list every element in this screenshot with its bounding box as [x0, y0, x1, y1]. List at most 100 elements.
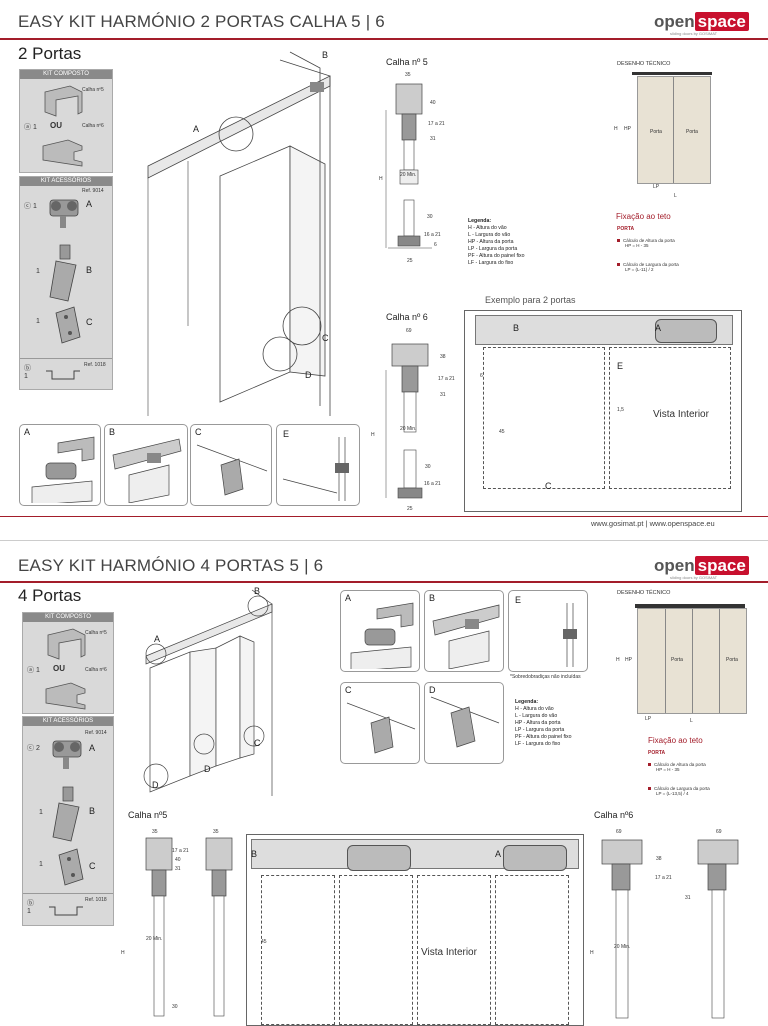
dim2-69a: 69: [616, 829, 622, 835]
dim-20min: 20 Min.: [400, 172, 417, 178]
fixacao-title: Fixação ao teto: [616, 212, 671, 221]
pivot-b-icon: [49, 244, 77, 302]
legend-title: Legenda:: [468, 218, 492, 224]
kit-composto-panel: KIT COMPOSTO Calha nº5 Calha nº6 ⓐ 1 OU: [19, 69, 113, 173]
door-split-line: [673, 77, 674, 183]
calc-altura-text: Cálculo de Altura da porta: [623, 238, 675, 243]
qty-a-label-2: ⓐ 1: [27, 667, 40, 674]
detail2-box-c: C: [340, 682, 420, 764]
detail2-box-a: A: [340, 590, 420, 672]
exemplo-door-right: [609, 347, 731, 489]
calha6-label: Calha nº6: [82, 123, 104, 129]
calha6-section-title-2: Calha nº6: [594, 810, 634, 820]
qty-c-value: 1: [32, 203, 37, 210]
dim-16a21: 16 a 21: [424, 232, 441, 238]
detail2-box-a-label: A: [345, 593, 352, 603]
tech-dim-h: H: [614, 126, 618, 132]
legend-block: Legenda: H - Altura do vão L - Largura d…: [468, 218, 525, 267]
dim2-17a21: 17 a 21: [172, 848, 189, 854]
tech-rail: [632, 72, 712, 75]
kit-acessorios-panel-2: KIT ACESSÓRIOS Ref. 9014 ⓒ 2 A 1 B 1 C R…: [22, 716, 114, 926]
tech-dim-l: L: [674, 193, 677, 199]
dim2-30: 30: [172, 1004, 178, 1010]
detail2-box-b: B: [424, 590, 504, 672]
trolley-a-icon-2: [52, 740, 82, 769]
detail-box-c-label: C: [195, 427, 202, 437]
page-separator: [0, 540, 768, 541]
legend-item: L - Largura do vão: [468, 232, 511, 238]
detail2-box-b-label: B: [429, 593, 436, 603]
qty-a-value: 1: [32, 124, 37, 131]
qty-c-label-2: ⓒ 2: [27, 745, 40, 752]
tech-door-panel-2: Porta Porta: [637, 608, 747, 714]
legend-item: L - Largura do vão: [515, 713, 558, 719]
bracket-c-icon-2: [58, 848, 84, 886]
dim-20min-c6: 20 Min.: [400, 426, 417, 432]
detail2-box-e: E: [508, 590, 588, 672]
tech2-dim-h: H: [616, 657, 620, 663]
qty-a-value-2: 1: [35, 667, 40, 674]
drawing2-label-b: B: [254, 586, 261, 596]
header-divider-2: [0, 581, 768, 583]
drawing2-label-c: C: [254, 738, 261, 748]
tech-dim-hp: HP: [624, 126, 631, 132]
kit-acessorios-header: KIT ACESSÓRIOS: [20, 177, 112, 186]
qty-cc-label: 1: [36, 318, 40, 325]
folding-4-door-3d-drawing: [143, 589, 273, 796]
kit-acessorios-header-2: KIT ACESSÓRIOS: [23, 717, 113, 726]
legend-item: LP - Largura da porta: [515, 727, 565, 733]
porta-label-2b: Porta: [726, 657, 738, 663]
dim-17a21-c6: 17 a 21: [438, 376, 455, 382]
kit-composto-panel-2: KIT COMPOSTO Calha nº5 Calha nº6 ⓐ 1 OU: [22, 612, 114, 714]
qty-b-label: 1: [36, 268, 40, 275]
desenho-tecnico-label: DESENHO TÉCNICO: [617, 61, 671, 67]
exemplo-dim-45: 45: [499, 429, 505, 435]
exemplo-label-b: B: [513, 323, 520, 333]
detail-circle-c: [282, 306, 322, 346]
porta-label-right: Porta: [686, 129, 698, 135]
exemplo-4-drawing: B A Vista Interior 45: [246, 834, 584, 1026]
calha5-profile-icon: [44, 85, 83, 117]
dim2-17a21-c6: 17 a 21: [655, 875, 672, 881]
drawing-label-c: C: [322, 333, 329, 343]
logo-subtitle-2: sliding doors by GOSIMAT: [670, 575, 718, 580]
dim-30: 30: [427, 214, 433, 220]
exemplo4-trolley-2: [503, 845, 567, 871]
porta-label-left: Porta: [650, 129, 662, 135]
dim-6: 6: [434, 242, 437, 248]
tech2-dim-hp: HP: [625, 657, 632, 663]
tech-door-panel: Porta Porta: [637, 76, 711, 184]
detail-box-a-label: A: [24, 427, 31, 437]
drawing-label-b: B: [322, 50, 329, 60]
dim2-69b: 69: [716, 829, 722, 835]
calc-altura-formula: HP = H - 35: [625, 243, 649, 248]
ou-label: OU: [50, 121, 62, 130]
drawing-label-d: D: [305, 370, 312, 380]
detail-circle-a: [218, 116, 254, 152]
calha5-section-drawing-2: [145, 837, 233, 1017]
logo-subtitle: sliding doors by GOSIMAT: [670, 31, 718, 36]
dim2-35a: 35: [152, 829, 158, 835]
dim2-h: H: [121, 950, 125, 956]
dim2-31: 31: [175, 866, 181, 872]
panel-divider-2: [23, 893, 113, 894]
exemplo4-label-a: A: [495, 849, 502, 859]
kit-composto-header: KIT COMPOSTO: [20, 70, 112, 79]
calha6-profile-icon: [42, 139, 83, 167]
section-title-2-portas: 2 Portas: [18, 44, 82, 63]
dim2-35b: 35: [213, 829, 219, 835]
door-split-line: [692, 609, 693, 713]
exemplo-label-a: A: [655, 323, 662, 333]
legend-item: H - Altura do vão: [468, 225, 507, 231]
panel-divider: [20, 358, 112, 359]
part-b-label-2: B: [89, 806, 96, 816]
exemplo4-trolley-1: [347, 845, 411, 871]
exemplo-trolley: [655, 319, 717, 343]
qty-bb-value-2: 1: [27, 908, 31, 915]
dim-69: 69: [406, 328, 412, 334]
